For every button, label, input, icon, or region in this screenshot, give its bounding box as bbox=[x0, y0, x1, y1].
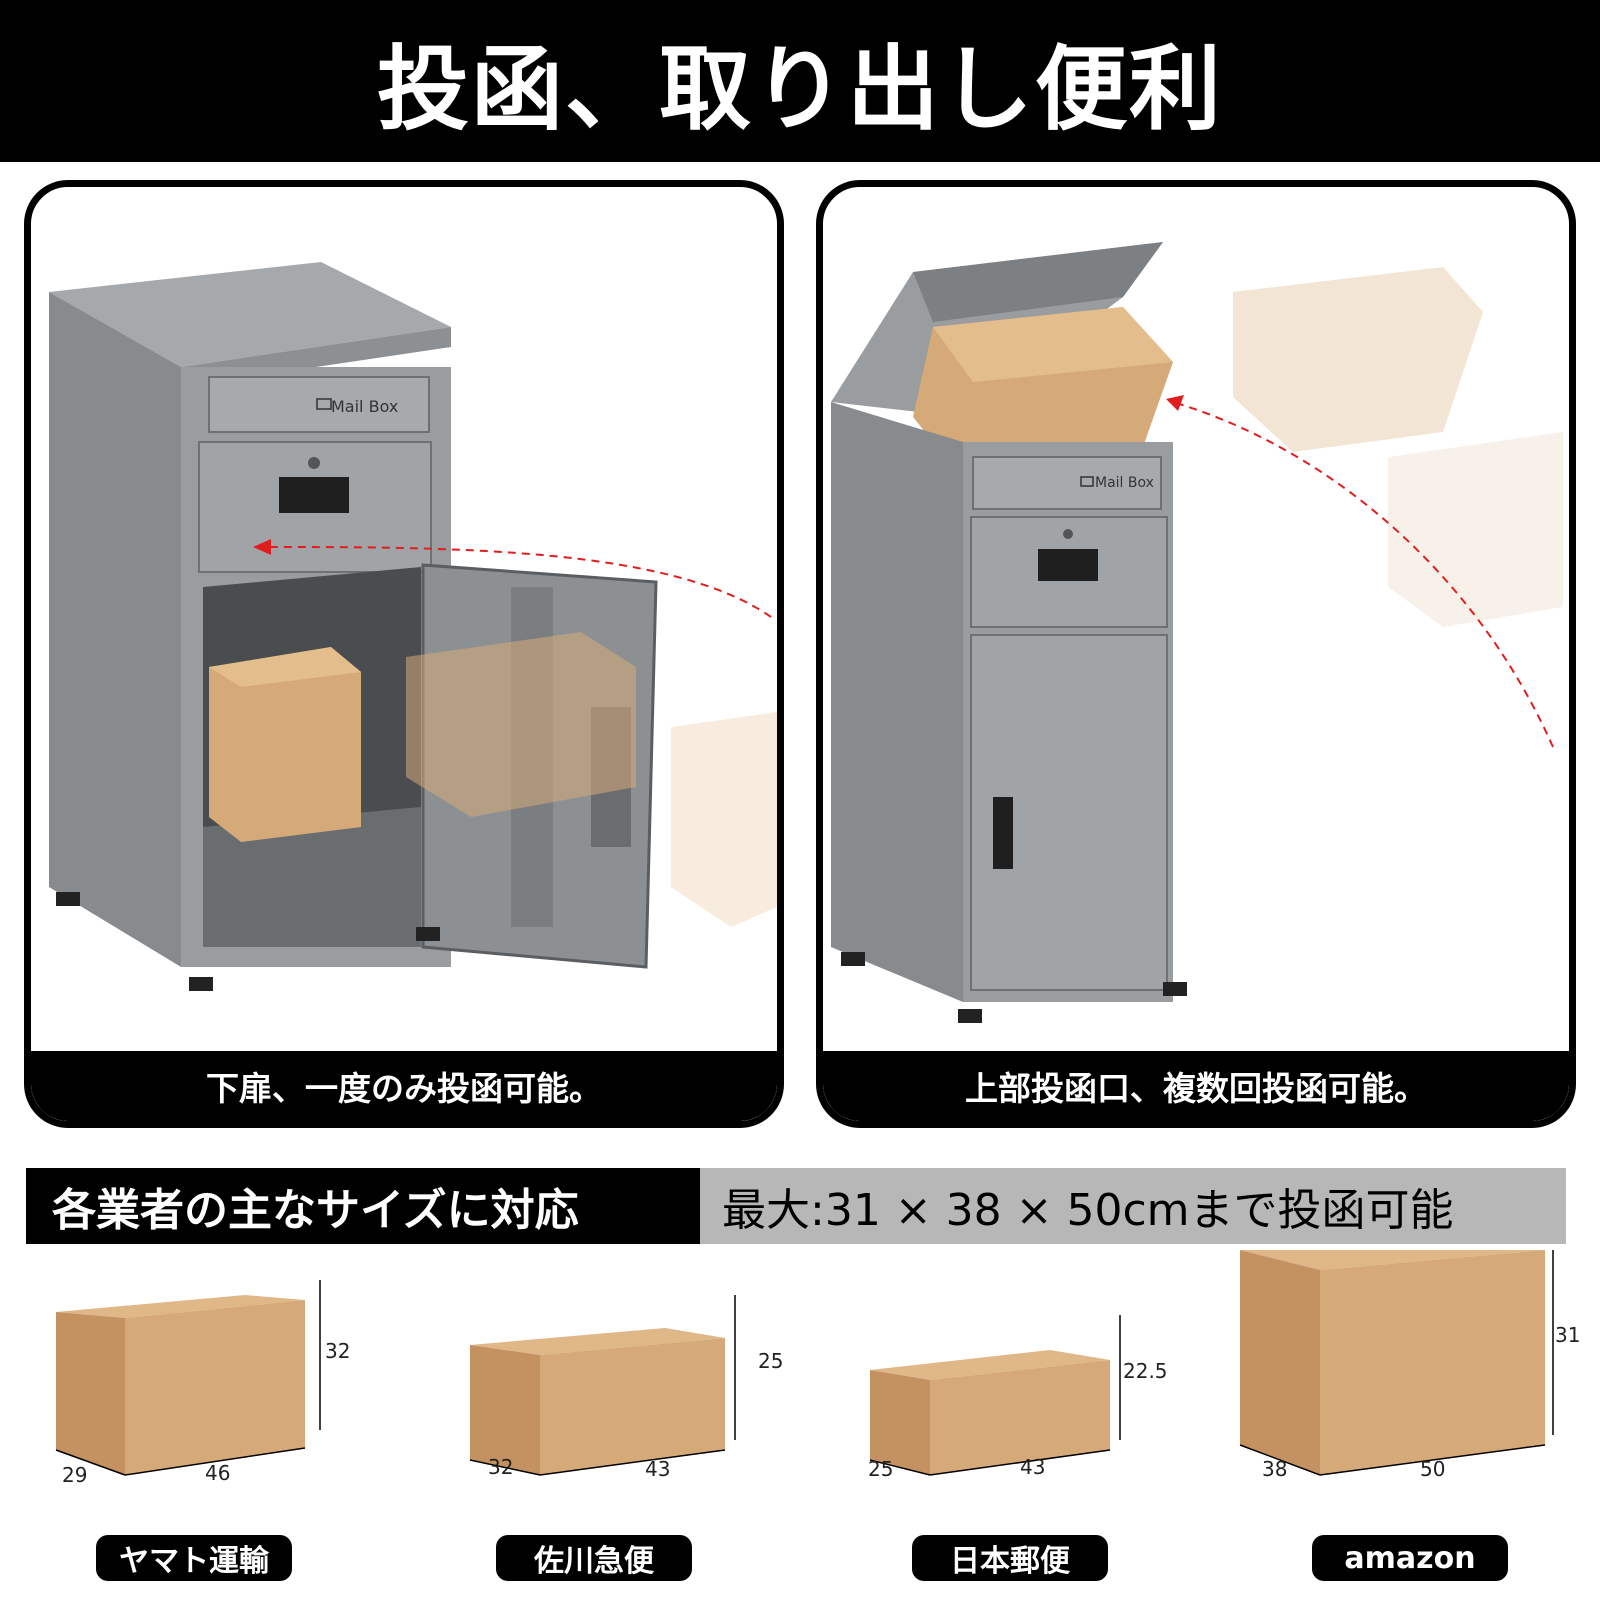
panel-caption-top-slot: 上部投函口、複数回投函可能。 bbox=[823, 1051, 1569, 1121]
box-height-label: 25 bbox=[758, 1349, 783, 1373]
panel-top-slot: Mail Box 上部投函口、複数回投函可能。 bbox=[816, 180, 1576, 1128]
max-size-note: 最大:31 × 38 × 50cmまで投函可能 bbox=[700, 1168, 1566, 1244]
box-amazon: 31 38 50 bbox=[1239, 1250, 1580, 1481]
envelope-icon bbox=[316, 398, 332, 410]
box-size-diagram: 32 29 46 25 32 43 22.5 25 43 bbox=[55, 1250, 1580, 1487]
box-width-label: 46 bbox=[205, 1461, 230, 1485]
mail-box-label: Mail Box bbox=[1095, 475, 1154, 491]
box-japan-post: 22.5 25 43 bbox=[868, 1315, 1168, 1481]
envelope-icon bbox=[1080, 476, 1094, 487]
carrier-label-japan-post: 日本郵便 bbox=[912, 1535, 1108, 1581]
carrier-label-amazon: amazon bbox=[1312, 1535, 1508, 1581]
panel-caption-bottom-door: 下扉、一度のみ投函可能。 bbox=[31, 1051, 777, 1121]
mail-box-label: Mail Box bbox=[331, 397, 398, 416]
carrier-label-sagawa: 佐川急便 bbox=[496, 1535, 692, 1581]
box-height-label: 32 bbox=[325, 1339, 350, 1363]
panel-bottom-door: Mail Box 下扉、一度のみ投函可能。 bbox=[24, 180, 784, 1128]
size-support-heading: 各業者の主なサイズに対応 bbox=[26, 1168, 700, 1244]
drawer-handle bbox=[279, 477, 349, 513]
drawer-handle bbox=[1038, 549, 1098, 581]
page-title: 投函、取り出し便利 bbox=[0, 0, 1600, 162]
box-width-label: 43 bbox=[1020, 1455, 1045, 1479]
mailbox-illustration-top-slot: Mail Box bbox=[831, 242, 1563, 1023]
box-height-label: 31 bbox=[1555, 1323, 1580, 1347]
box-depth-label: 25 bbox=[868, 1457, 893, 1481]
box-height-label: 22.5 bbox=[1123, 1359, 1168, 1383]
drop-arrow bbox=[260, 546, 772, 618]
box-depth-label: 29 bbox=[62, 1463, 87, 1487]
drop-arrow bbox=[1172, 401, 1554, 748]
box-width-label: 50 bbox=[1420, 1457, 1445, 1481]
carrier-label-yamato: ヤマト運輸 bbox=[96, 1535, 292, 1581]
keyhole-icon bbox=[1063, 529, 1073, 539]
box-sagawa: 25 32 43 bbox=[469, 1295, 783, 1481]
box-depth-label: 32 bbox=[488, 1455, 513, 1479]
arrow-head-icon bbox=[1166, 395, 1184, 411]
box-width-label: 43 bbox=[645, 1457, 670, 1481]
box-yamato: 32 29 46 bbox=[55, 1280, 350, 1487]
box-depth-label: 38 bbox=[1262, 1457, 1287, 1481]
mailbox-illustration-bottom-door: Mail Box bbox=[49, 262, 777, 991]
keyhole-icon bbox=[308, 457, 320, 469]
door-handle bbox=[993, 797, 1013, 869]
arrow-head-icon bbox=[253, 539, 271, 555]
